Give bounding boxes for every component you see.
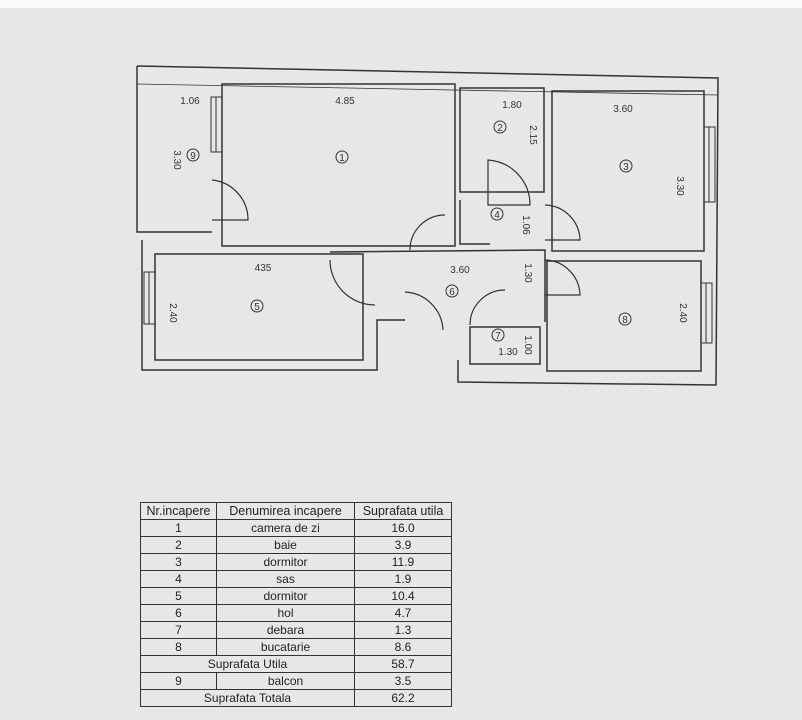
room-1-number: 1	[339, 153, 345, 164]
windows	[143, 96, 716, 344]
room-2-number: 2	[497, 123, 503, 134]
room-5-dim-h: 2.40	[167, 303, 178, 323]
cell-nr: 7	[140, 621, 217, 639]
room-1-dim: 4.85	[335, 96, 355, 107]
room-9-dim-w: 1.06	[180, 96, 200, 107]
header-name: Denumirea incapere	[216, 502, 355, 520]
cell-name: dormitor	[216, 553, 355, 571]
room-7-dim-w: 1.30	[498, 347, 518, 358]
header-nr: Nr.incapere	[140, 502, 217, 520]
cell-name: sas	[216, 570, 355, 588]
cell-nr: 2	[140, 536, 217, 554]
cell-name: baie	[216, 536, 355, 554]
cell-nr: 4	[140, 570, 217, 588]
room-3-number: 3	[623, 162, 629, 173]
cell-name: debara	[216, 621, 355, 639]
subtotal-label: Suprafata Utila	[140, 655, 355, 673]
cell-area: 10.4	[354, 587, 452, 605]
room-6-outline	[329, 249, 546, 322]
header-area: Suprafata utila	[354, 502, 452, 520]
cell-nr: 6	[140, 604, 217, 622]
room-8-number: 8	[622, 315, 628, 326]
room-5-dim-w: 435	[255, 263, 272, 274]
cell-nr: 1	[140, 519, 217, 537]
room-7-number: 7	[495, 331, 501, 342]
room-2-dim-w: 1.80	[502, 100, 522, 111]
cell-name: bucatarie	[216, 638, 355, 656]
room-2-outline	[459, 87, 545, 193]
total-value: 62.2	[354, 689, 452, 707]
room-6-dim-h: 1.30	[522, 263, 533, 283]
cell-name: camera de zi	[216, 519, 355, 537]
room-6-number: 6	[449, 287, 455, 298]
room-4-dim: 1.06	[520, 215, 531, 235]
room-9-number: 9	[190, 151, 196, 162]
room-area-table: Nr.incapere Denumirea incapere Suprafata…	[140, 502, 452, 707]
subtotal-value: 58.7	[354, 655, 452, 673]
cell-area: 3.9	[354, 536, 452, 554]
cell-area: 3.5	[354, 672, 452, 690]
cell-area: 1.3	[354, 621, 452, 639]
room-5-number: 5	[254, 302, 260, 313]
cell-nr: 9	[140, 672, 217, 690]
room-6-dim-w: 3.60	[450, 265, 470, 276]
room-7-dim-h: 1.00	[522, 335, 533, 355]
room-8-dim: 2.40	[677, 303, 688, 323]
room-7-outline	[469, 326, 541, 365]
cell-area: 4.7	[354, 604, 452, 622]
room-4-outline	[459, 200, 490, 245]
cell-area: 11.9	[354, 553, 452, 571]
cell-name: hol	[216, 604, 355, 622]
room-3-dim-h: 3.30	[674, 176, 685, 196]
room-4-number: 4	[494, 210, 500, 221]
cell-area: 8.6	[354, 638, 452, 656]
cell-nr: 8	[140, 638, 217, 656]
room-labels: 1 4.85 2 1.80 2.15 3 3.60 3.30 4 1.06 5 …	[167, 96, 688, 358]
total-label: Suprafata Totala	[140, 689, 355, 707]
cell-nr: 3	[140, 553, 217, 571]
room-9-dim-h: 3.30	[171, 150, 182, 170]
room-1-outline	[221, 83, 456, 247]
top-strip	[0, 0, 802, 8]
cell-name: dormitor	[216, 587, 355, 605]
cell-nr: 5	[140, 587, 217, 605]
floor-plan: 1 4.85 2 1.80 2.15 3 3.60 3.30 4 1.06 5 …	[136, 65, 719, 386]
table-header-row: Nr.incapere Denumirea incapere Suprafata…	[140, 502, 452, 520]
room-2-dim-h: 2.15	[527, 125, 538, 145]
cell-name: balcon	[216, 672, 355, 690]
doors	[211, 159, 581, 331]
room-3-dim-w: 3.60	[613, 104, 633, 115]
cell-area: 1.9	[354, 570, 452, 588]
cell-area: 16.0	[354, 519, 452, 537]
